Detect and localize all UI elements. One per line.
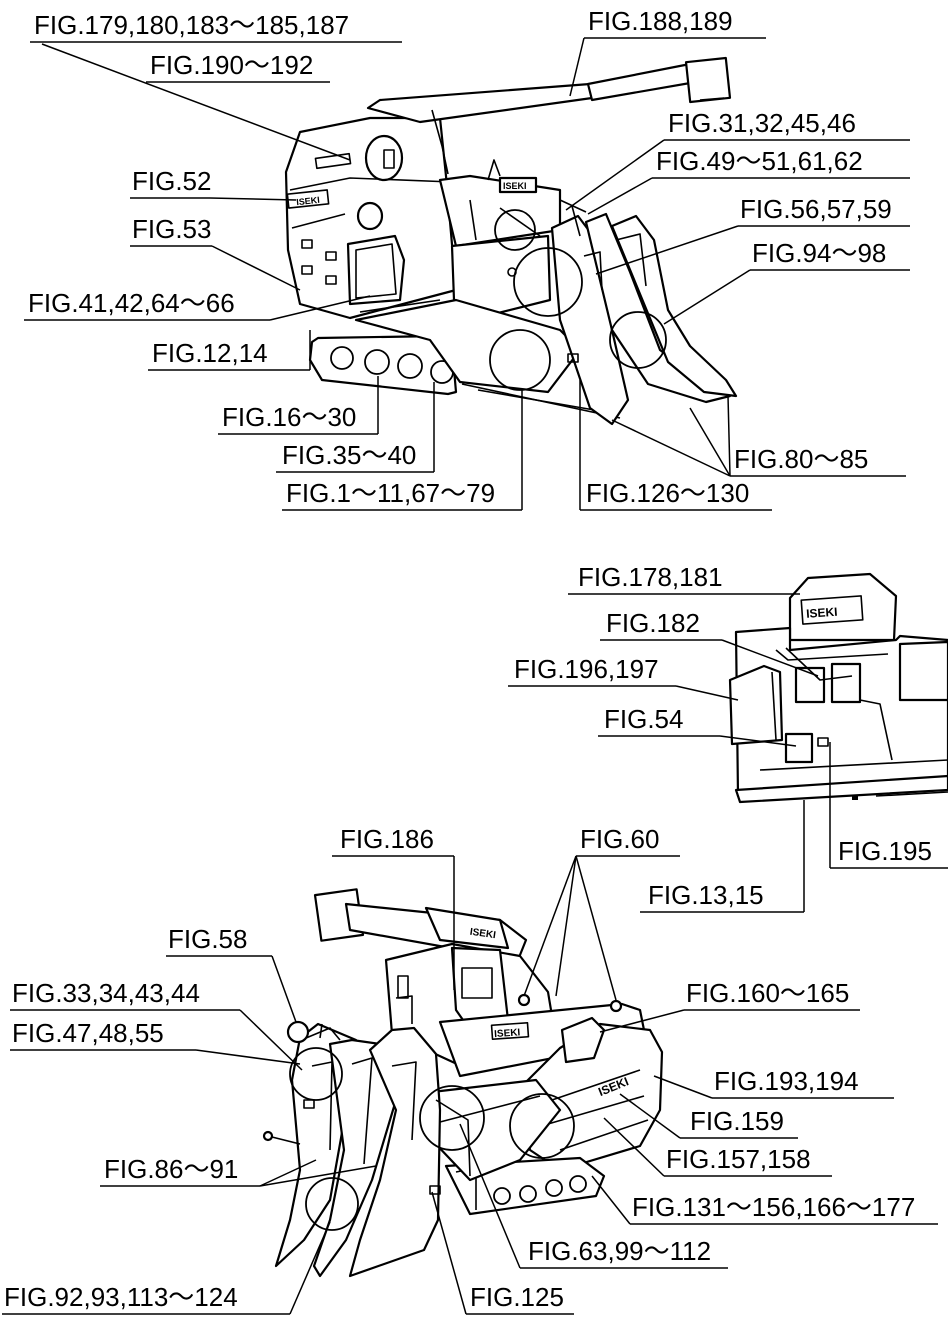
bottom-labels: FIG.186 FIG.60 FIG.58 FIG.33,34,43,44 FI… <box>4 824 915 1312</box>
label-fig-53: FIG.53 <box>132 214 211 244</box>
label-fig-31: FIG.31,32,45,46 <box>668 108 856 138</box>
label-fig-56: FIG.56,57,59 <box>740 194 892 224</box>
top-brand-emblem: ISEKI <box>296 195 320 207</box>
label-fig-47: FIG.47,48,55 <box>12 1018 164 1048</box>
mid-labels: FIG.178,181 FIG.182 FIG.196,197 FIG.54 F… <box>514 562 932 910</box>
label-fig-186: FIG.186 <box>340 824 434 854</box>
label-fig-41: FIG.41,42,64～66 <box>28 288 235 318</box>
label-fig-63: FIG.63,99～112 <box>528 1236 711 1266</box>
label-fig-131: FIG.131～156,166～177 <box>632 1192 915 1222</box>
label-fig-52: FIG.52 <box>132 166 211 196</box>
label-fig-159: FIG.159 <box>690 1106 784 1136</box>
label-fig-33: FIG.33,34,43,44 <box>12 978 200 1008</box>
bottom-auger-emblem: ISEKI <box>469 927 497 942</box>
label-fig-179: FIG.179,180,183～185,187 <box>34 10 349 40</box>
label-fig-190: FIG.190～192 <box>150 50 313 80</box>
label-fig-94: FIG.94～98 <box>752 238 886 268</box>
label-fig-178: FIG.178,181 <box>578 562 723 592</box>
label-fig-16: FIG.16～30 <box>222 402 356 432</box>
label-fig-157: FIG.157,158 <box>666 1144 811 1174</box>
label-fig-54: FIG.54 <box>604 704 683 734</box>
label-fig-193: FIG.193,194 <box>714 1066 859 1096</box>
label-fig-80: FIG.80～85 <box>734 444 868 474</box>
label-fig-35: FIG.35～40 <box>282 440 416 470</box>
label-fig-196: FIG.196,197 <box>514 654 659 684</box>
label-fig-195: FIG.195 <box>838 836 932 866</box>
label-fig-58: FIG.58 <box>168 924 247 954</box>
top-combine-drawing: ISEKI ISEKI <box>284 56 738 426</box>
label-fig-60: FIG.60 <box>580 824 659 854</box>
label-fig-160: FIG.160～165 <box>686 978 849 1008</box>
label-fig-125: FIG.125 <box>470 1282 564 1312</box>
bottom-combine-drawing: ISEKI ISEKI ISEKI <box>262 888 664 1278</box>
label-fig-13: FIG.13,15 <box>648 880 764 910</box>
label-fig-49: FIG.49～51,61,62 <box>656 146 863 176</box>
mid-leader-lines <box>508 593 948 913</box>
top-iseki-badge: ISEKI <box>503 181 527 191</box>
label-fig-12: FIG.12,14 <box>152 338 268 368</box>
mid-rear-drawing: ISEKI <box>728 572 948 804</box>
label-fig-188: FIG.188,189 <box>588 6 733 36</box>
top-labels: FIG.179,180,183～185,187 FIG.190～192 FIG.… <box>28 6 892 508</box>
label-fig-1: FIG.1～11,67～79 <box>286 478 495 508</box>
label-fig-126: FIG.126～130 <box>586 478 749 508</box>
label-fig-182: FIG.182 <box>606 608 700 638</box>
mid-brand-emblem: ISEKI <box>806 605 838 621</box>
label-fig-86: FIG.86～91 <box>104 1154 238 1184</box>
bottom-iseki-badge: ISEKI <box>494 1027 521 1040</box>
top-leader-lines <box>24 37 910 511</box>
bottom-leader-lines <box>2 855 938 1315</box>
label-fig-92: FIG.92,93,113～124 <box>4 1282 238 1312</box>
